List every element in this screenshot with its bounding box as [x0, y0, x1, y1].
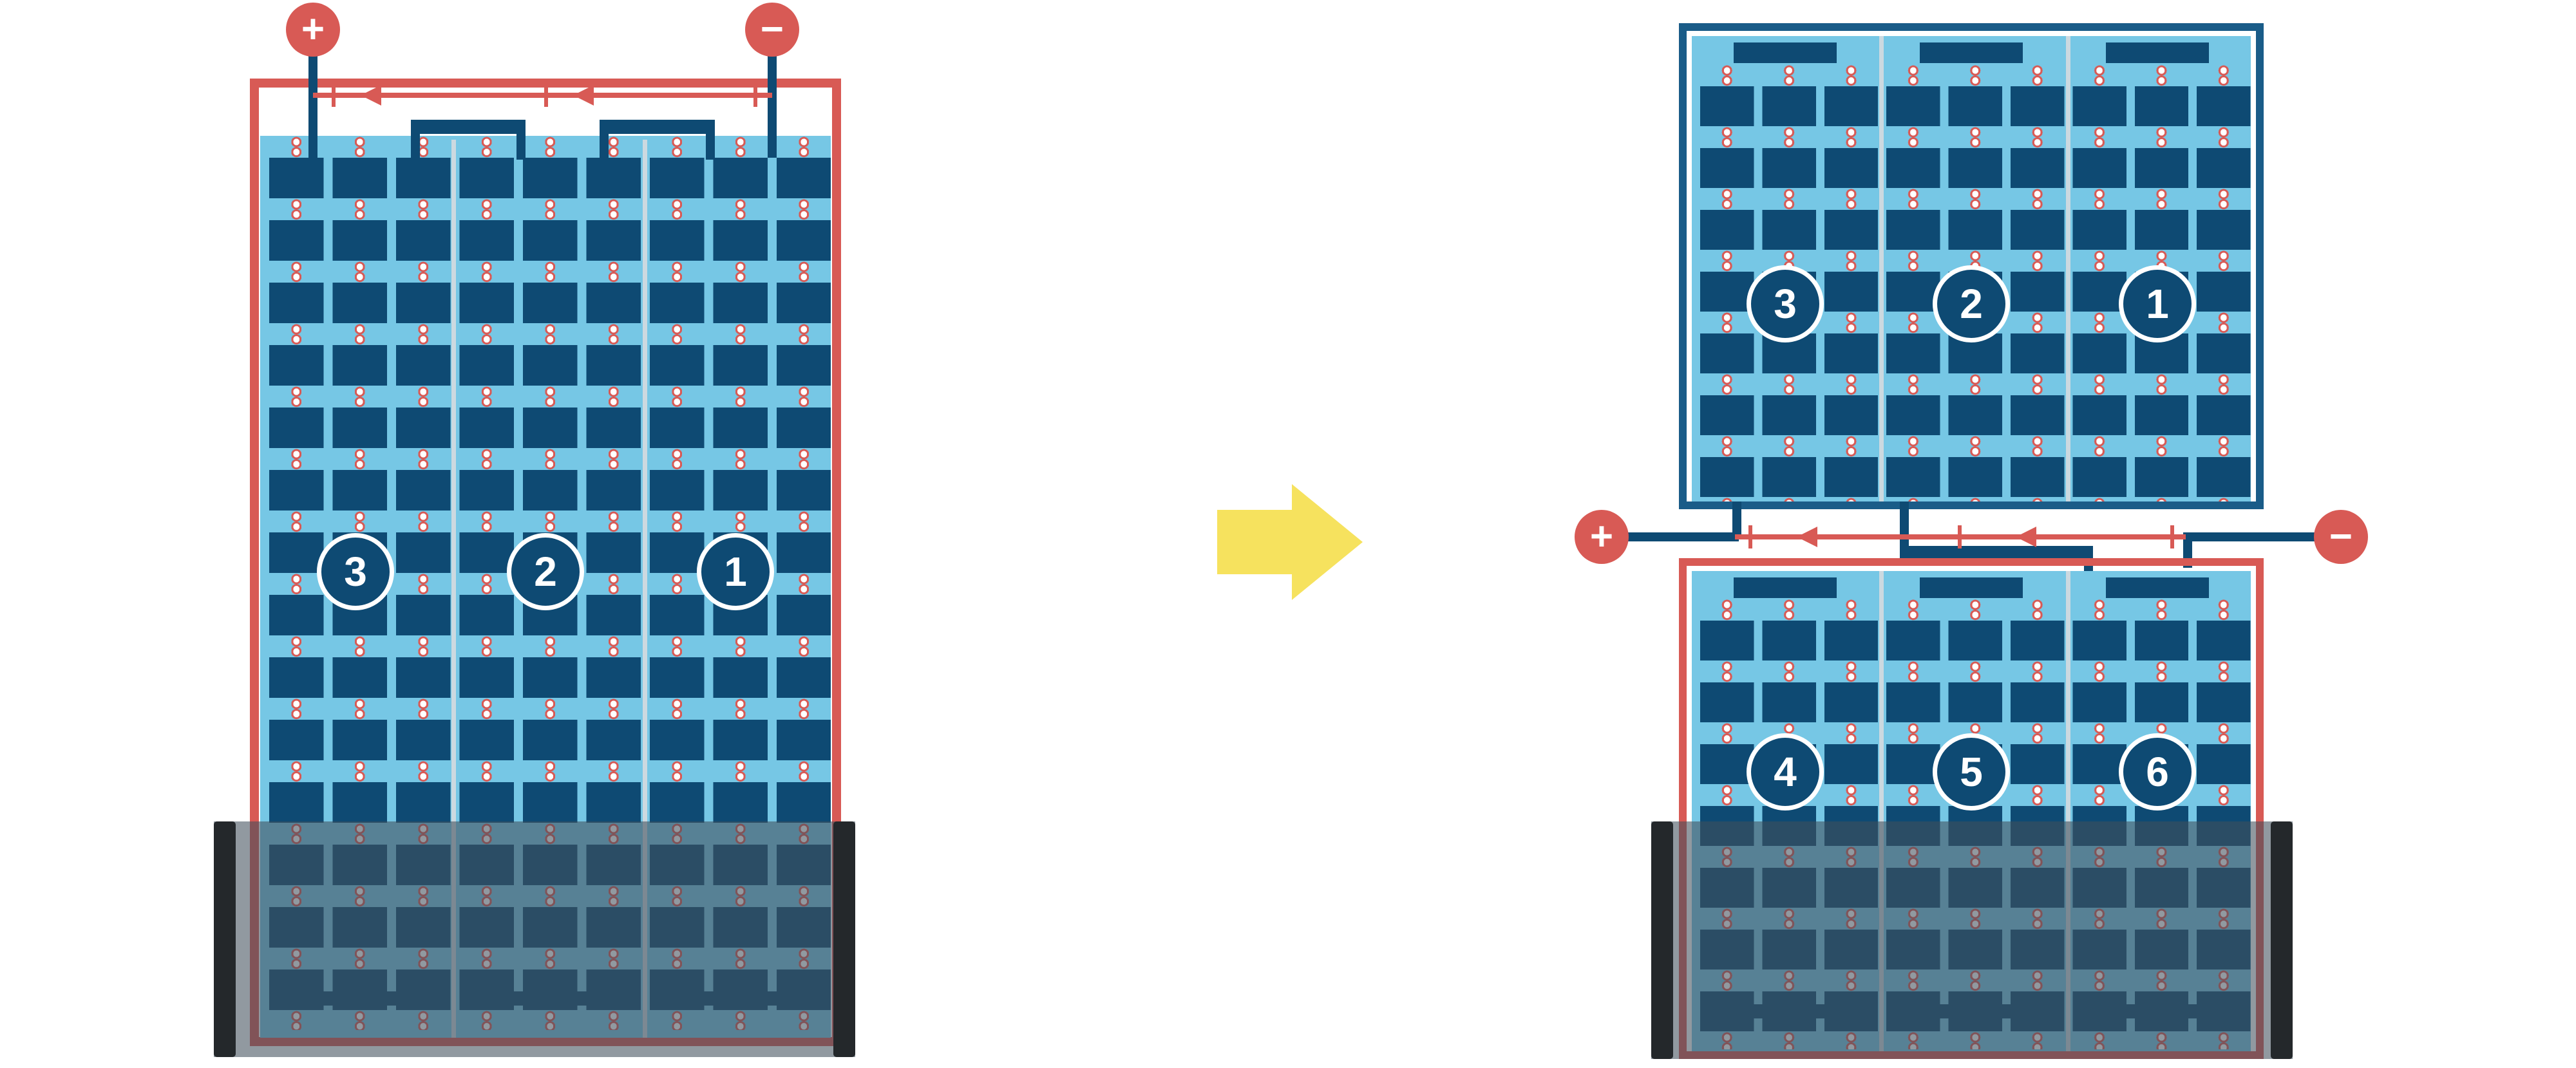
left-wire-tick [753, 84, 757, 107]
string-number: 3 [1774, 281, 1797, 327]
right-current-arrow-icon [2016, 527, 2036, 547]
left-current-arrow-icon [573, 85, 594, 106]
left-wire-tick [544, 84, 548, 107]
string-number: 1 [724, 548, 747, 595]
right-wire-tick [1748, 525, 1752, 548]
right-top-string-badge: 3 [1747, 265, 1824, 342]
arrow-shaft [1217, 510, 1293, 574]
left-top-interconnect-leg [600, 134, 609, 160]
left-top-interconnect-leg [706, 134, 715, 160]
right-top-string-divider [1879, 36, 1884, 501]
left-shade-bar [833, 821, 855, 1057]
right-module-link-stub [1732, 501, 1741, 537]
left-current-wire [313, 93, 772, 98]
left-top-interconnect-leg [516, 134, 526, 160]
string-number: 5 [1960, 749, 1983, 795]
left-top-interconnect [600, 120, 715, 134]
left-wire-tick [332, 84, 336, 107]
left-string-badge: 1 [697, 533, 774, 610]
minus-icon: − [760, 7, 784, 52]
right-bottom-header-connector [1734, 577, 1837, 598]
right-top-string-divider [2066, 36, 2070, 501]
left-top-interconnect-leg [411, 134, 420, 160]
string-number: 2 [1960, 281, 1983, 327]
minus-icon: − [2329, 514, 2353, 559]
left-shade-overlay [214, 821, 855, 1057]
right-top-header-connector [2106, 42, 2209, 63]
left-string-divider [451, 140, 456, 1038]
right-top-string-badge: 1 [2119, 265, 2196, 342]
right-negative-terminal: − [2314, 510, 2368, 564]
left-negative-stem [768, 52, 777, 158]
right-negative-stem [2183, 532, 2315, 541]
right-bottom-string-divider [1879, 571, 1884, 1051]
right-wire-tick [2170, 525, 2174, 548]
right-bottom-string-badge: 4 [1747, 733, 1824, 810]
left-positive-terminal: + [286, 3, 340, 57]
right-shade-overlay [1651, 821, 2293, 1059]
arrow-head-icon [1292, 484, 1363, 600]
left-shade-bar [214, 821, 236, 1057]
left-negative-terminal: − [745, 3, 799, 57]
string-number: 6 [2146, 749, 2169, 795]
right-module-link-bar [1900, 546, 2093, 560]
right-top-module-frame [1679, 23, 2264, 509]
right-bottom-string-badge: 5 [1933, 733, 2010, 810]
right-top-header-connector [1920, 42, 2023, 63]
right-wire-tick [1958, 525, 1962, 548]
left-string-divider [643, 140, 647, 1038]
left-top-interconnect [411, 120, 526, 134]
right-shade-bar [2271, 821, 2293, 1059]
left-positive-stem [308, 52, 317, 158]
plus-icon: + [1589, 514, 1614, 559]
right-bottom-header-connector [1920, 577, 2023, 598]
right-positive-stem [1623, 532, 1739, 541]
left-current-arrow-icon [361, 85, 381, 106]
string-number: 3 [344, 548, 367, 595]
string-number: 2 [534, 548, 557, 595]
left-string-badge: 3 [317, 533, 394, 610]
string-number: 1 [2146, 281, 2169, 327]
right-current-arrow-icon [1797, 527, 1817, 547]
right-top-string-badge: 2 [1933, 265, 2010, 342]
right-bottom-string-divider [2066, 571, 2070, 1051]
right-shade-bar [1651, 821, 1673, 1059]
right-positive-terminal: + [1575, 510, 1629, 564]
right-top-header-connector [1734, 42, 1837, 63]
right-bottom-string-badge: 6 [2119, 733, 2196, 810]
plus-icon: + [301, 7, 325, 52]
string-number: 4 [1774, 749, 1797, 795]
right-bottom-header-connector [2106, 577, 2209, 598]
left-string-badge: 2 [507, 533, 584, 610]
